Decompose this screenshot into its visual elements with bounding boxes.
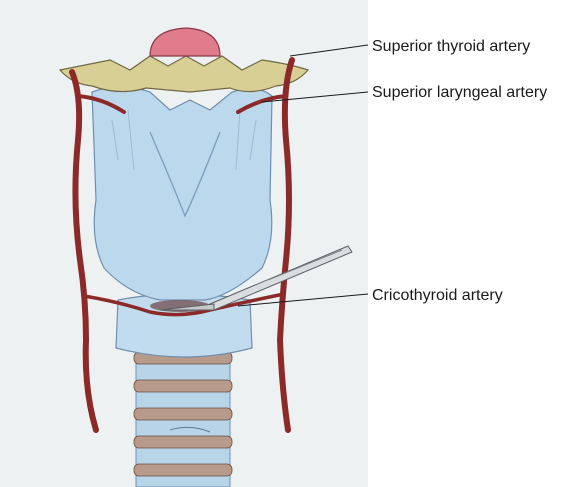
tracheal-ring	[134, 380, 232, 392]
label-superior-thyroid-artery: Superior thyroid artery	[372, 38, 530, 56]
tracheal-ring	[134, 408, 232, 420]
tracheal-ring	[134, 436, 232, 448]
label-cricothyroid-artery: Cricothyroid artery	[372, 287, 503, 305]
thyroid-cartilage	[92, 87, 272, 300]
tracheal-ring	[134, 464, 232, 476]
label-superior-laryngeal-artery: Superior laryngeal artery	[372, 84, 547, 102]
trachea	[134, 340, 232, 487]
